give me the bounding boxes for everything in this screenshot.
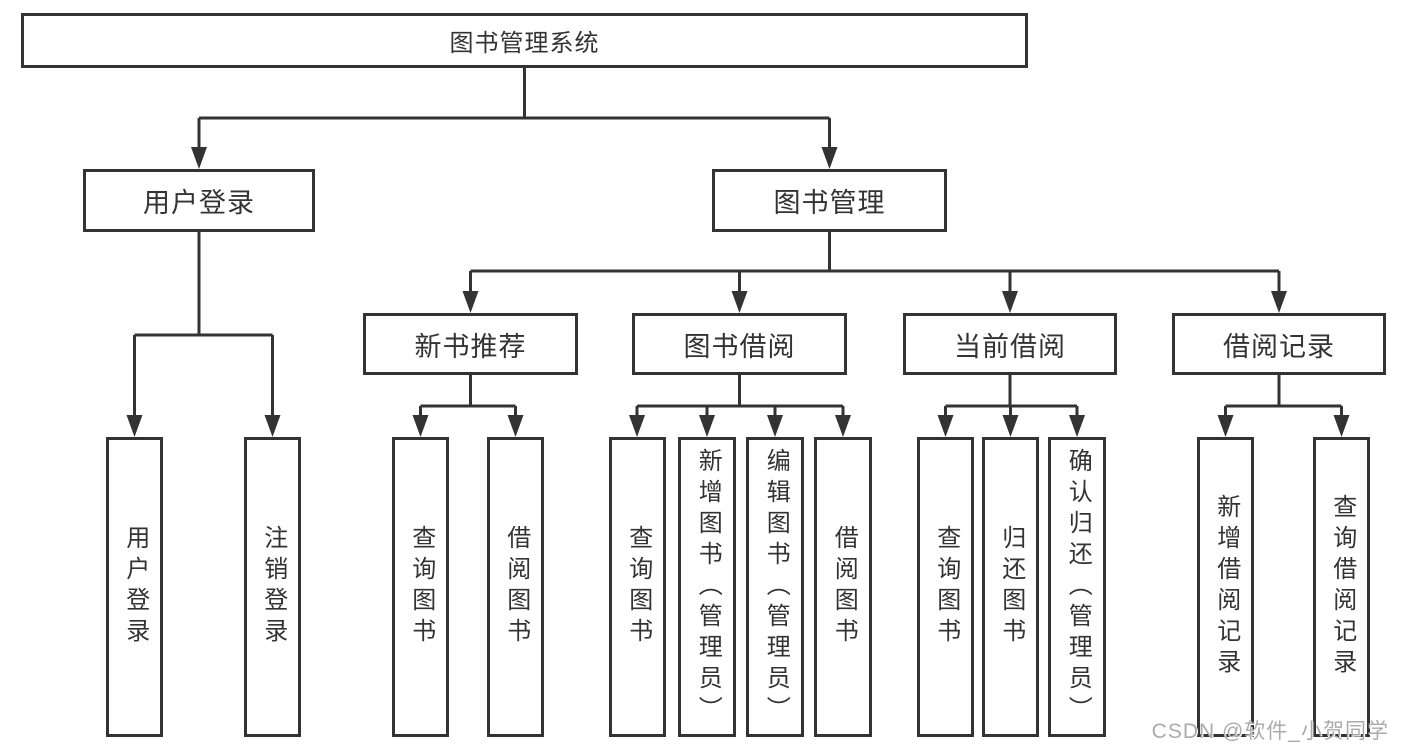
node-label: 归还图书 [997, 525, 1025, 649]
node-label: 用户登录 [121, 525, 149, 649]
node-book-management: 图书管理 [712, 169, 947, 232]
node-new-book-recommendation: 新书推荐 [363, 313, 578, 375]
csdn-watermark: CSDN @软件_小贺同学 [1151, 720, 1389, 743]
node-book-borrowing: 图书借阅 [632, 313, 847, 375]
leaf-borrow-books-borrowing: 借阅图书 [814, 437, 872, 737]
node-label: 新书推荐 [414, 331, 527, 362]
leaf-logout: 注销登录 [244, 437, 301, 737]
node-label: 图书管理系统 [449, 30, 600, 57]
leaf-return-books: 归还图书 [982, 437, 1039, 737]
node-label: 借阅图书 [830, 525, 858, 649]
leaf-borrow-books-recommend: 借阅图书 [487, 437, 544, 737]
node-label: 新增借阅记录 [1212, 494, 1240, 680]
node-label: 借阅图书 [502, 525, 530, 649]
node-borrowing-records: 借阅记录 [1172, 313, 1386, 375]
node-label: 查询图书 [624, 525, 652, 649]
node-label: 用户登录 [143, 188, 255, 218]
leaf-query-books-current: 查询图书 [917, 437, 974, 737]
node-label: 图书管理 [773, 188, 886, 218]
leaf-confirm-return-admin: 确认归还（管理员） [1048, 437, 1106, 737]
node-label: 查询图书 [932, 525, 960, 649]
node-current-borrowing: 当前借阅 [903, 313, 1117, 375]
leaf-edit-books-admin: 编辑图书（管理员） [746, 437, 804, 737]
node-label: 查询借阅记录 [1328, 494, 1356, 680]
node-label: 注销登录 [259, 525, 287, 649]
node-label: 图书借阅 [683, 331, 796, 362]
leaf-query-books-recommend: 查询图书 [392, 437, 449, 737]
node-label: 确认归还（管理员） [1064, 447, 1092, 727]
leaf-add-books-admin: 新增图书（管理员） [678, 437, 736, 737]
node-label: 当前借阅 [954, 331, 1066, 362]
node-label: 编辑图书（管理员） [762, 447, 790, 727]
node-user-login: 用户登录 [83, 169, 315, 232]
node-library-management-system: 图书管理系统 [21, 13, 1028, 68]
leaf-user-login: 用户登录 [106, 437, 163, 737]
leaf-query-books-borrowing: 查询图书 [609, 437, 666, 737]
leaf-query-borrow-record: 查询借阅记录 [1313, 437, 1370, 737]
node-label: 查询图书 [407, 525, 435, 649]
node-label: 借阅记录 [1223, 331, 1335, 362]
node-label: 新增图书（管理员） [694, 447, 722, 727]
leaf-add-borrow-record: 新增借阅记录 [1197, 437, 1254, 737]
